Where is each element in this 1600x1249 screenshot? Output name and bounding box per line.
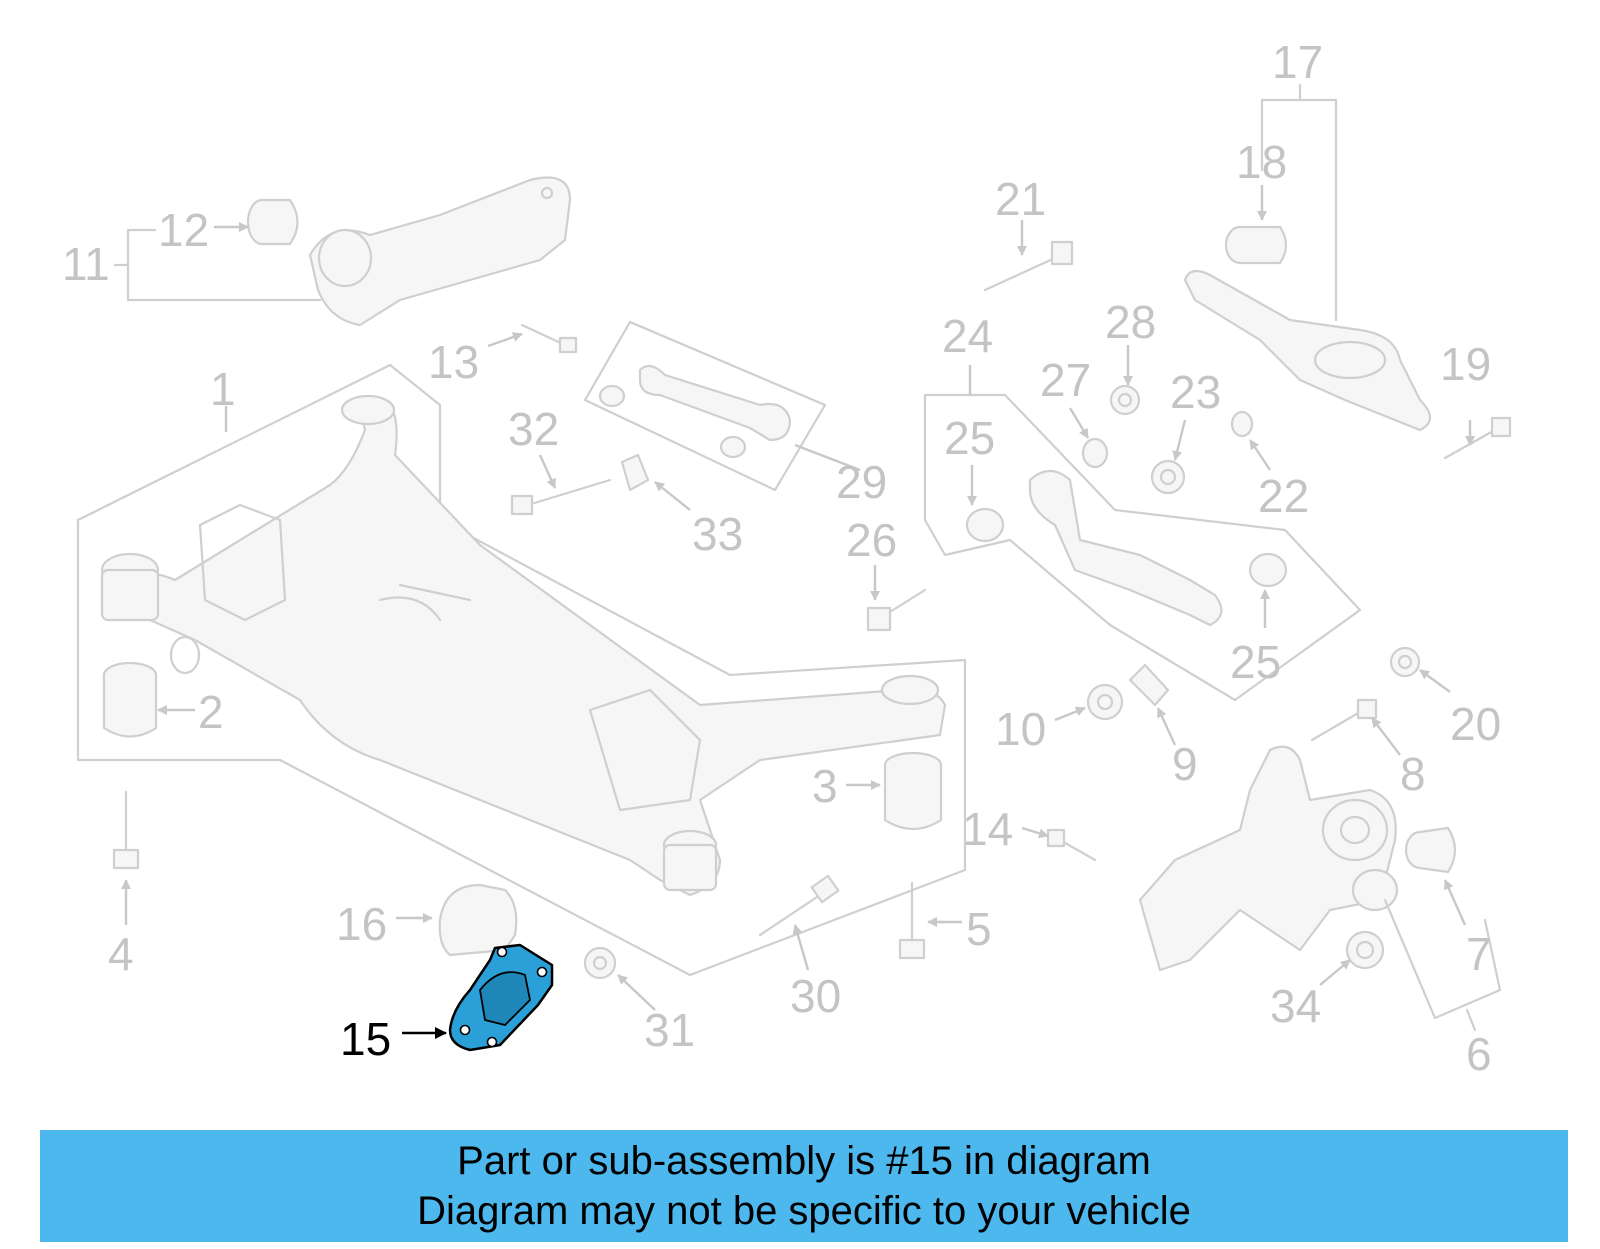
callout-15[interactable]: 15	[340, 1013, 391, 1065]
bushing-12	[246, 198, 299, 246]
link-24-group-outline	[923, 393, 1362, 702]
bolt-32	[510, 478, 612, 516]
link-29-part	[598, 364, 792, 459]
callout-20: 20	[1450, 698, 1501, 750]
callout-8: 8	[1400, 748, 1426, 800]
callout-3: 3	[812, 760, 838, 812]
callout-13: 13	[428, 336, 479, 388]
callout-28: 28	[1105, 296, 1156, 348]
nut-20	[1389, 646, 1421, 678]
bolt-5	[898, 881, 926, 960]
callout-33: 33	[692, 508, 743, 560]
callout-31: 31	[644, 1004, 695, 1056]
bumper-16	[438, 883, 518, 957]
callout-29: 29	[836, 456, 887, 508]
subframe-group-outline	[76, 363, 967, 977]
washer-27	[1081, 437, 1109, 469]
bolt-19	[1443, 416, 1512, 460]
bushing-18	[1224, 225, 1288, 265]
callout-5: 5	[966, 903, 992, 955]
callout-2: 2	[198, 686, 224, 738]
callout-34: 34	[1270, 980, 1321, 1032]
callout-7: 7	[1466, 928, 1492, 980]
bolt-21	[983, 240, 1074, 292]
callout-24: 24	[942, 310, 993, 362]
callout-25b: 25	[1230, 636, 1281, 688]
info-banner: Part or sub-assembly is #15 in diagram D…	[40, 1130, 1568, 1242]
callout-6: 6	[1466, 1028, 1492, 1080]
callout-19: 19	[1440, 338, 1491, 390]
bolt-4	[112, 790, 140, 870]
callout-4: 4	[108, 928, 134, 980]
callout-17: 17	[1272, 36, 1323, 88]
washer-22	[1230, 410, 1254, 438]
control-arm-17-part	[1183, 269, 1432, 432]
nut-28	[1109, 384, 1141, 416]
callout-12: 12	[158, 204, 209, 256]
plate-9	[1128, 663, 1170, 707]
banner-disclaimer-line: Diagram may not be specific to your vehi…	[417, 1189, 1191, 1233]
callout-9: 9	[1172, 738, 1198, 790]
callout-32: 32	[508, 403, 559, 455]
nut-34	[1345, 930, 1385, 970]
callout-16: 16	[336, 898, 387, 950]
nut-31	[583, 946, 617, 980]
callout-23: 23	[1170, 366, 1221, 418]
highlighted-part-15[interactable]	[448, 943, 554, 1052]
callout-11: 11	[62, 238, 110, 290]
bushing-3	[883, 751, 943, 831]
callout-22: 22	[1258, 470, 1309, 522]
callout-labels: 1 2 3 4 5 6 7 8 9 10 11 12 13 14 15 16 1…	[62, 36, 1501, 1080]
plate-33	[620, 453, 650, 492]
bolt-26	[866, 588, 927, 632]
callout-14: 14	[962, 803, 1013, 855]
banner-part-line: Part or sub-assembly is #15 in diagram	[457, 1139, 1151, 1183]
knuckle-part	[1138, 745, 1399, 972]
trailing-arm-part	[308, 176, 572, 327]
bushing-2	[102, 661, 158, 738]
bolt-14	[1046, 828, 1097, 862]
link-29-group-outline	[583, 320, 827, 492]
bracket-11	[113, 228, 322, 302]
callout-26: 26	[846, 514, 897, 566]
leader-lines	[121, 185, 1475, 1039]
callout-10: 10	[995, 703, 1046, 755]
callout-25a: 25	[944, 412, 995, 464]
bracket-17	[1260, 83, 1338, 322]
bolt-8	[1310, 698, 1378, 742]
nut-23	[1150, 459, 1186, 495]
callout-30: 30	[790, 970, 841, 1022]
bushing-7	[1404, 826, 1457, 874]
callout-18: 18	[1236, 136, 1287, 188]
bracket-6	[1383, 898, 1502, 1032]
callout-21: 21	[995, 173, 1046, 225]
callout-27: 27	[1040, 354, 1091, 406]
nut-10	[1086, 683, 1124, 721]
callout-1: 1	[210, 363, 236, 415]
bolt-13	[520, 323, 578, 354]
subframe-part	[100, 394, 947, 897]
link-24-part	[965, 469, 1288, 627]
bolt-30	[758, 874, 840, 937]
